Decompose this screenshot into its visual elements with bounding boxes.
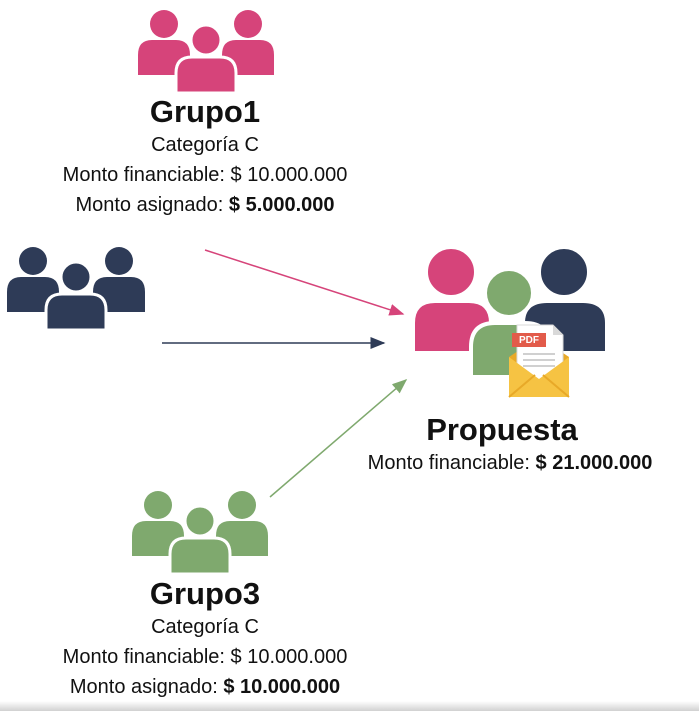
group1-assigned-label: Monto asignado: [75,194,229,216]
pdf-badge-label: PDF [519,335,539,346]
group3-title: Grupo3 [149,576,261,611]
group1-financeable: Monto financiable: $ 10.000.000 [0,160,410,190]
group1-assigned-value: $ 5.000.000 [228,194,335,216]
group3-assigned-label: Monto asignado: [69,676,224,698]
proposal-title: Propuesta [426,412,578,447]
group3-financeable-value: $ 10.000.000 [230,646,348,668]
proposal-label-block: Propuesta Monto financiable: $ 21.000.00… [300,412,699,478]
group3-label-block: Grupo3 Categoría C Monto financiable: $ … [0,576,410,702]
group1-label-block: Grupo1 Categoría C Monto financiable: $ … [0,94,410,220]
group1-financeable-value: $ 10.000.000 [230,164,348,186]
group1-assigned: Monto asignado: $ 5.000.000 [0,190,410,220]
bottom-edge-shadow [0,701,699,711]
people-group-icon [132,491,268,576]
group3-financeable-label: Monto financiable: [62,646,231,668]
proposal-financeable-label: Monto financiable: [367,452,536,474]
group3-assigned: Monto asignado: $ 10.000.000 [0,672,410,702]
group3-category: Categoría C [151,616,259,638]
group1-title: Grupo1 [149,94,261,129]
group1-category: Categoría C [151,134,259,156]
people-group-icon [7,247,145,332]
proposal-financeable: Monto financiable: $ 21.000.000 [300,448,699,478]
arrow-group1-to-proposal [204,249,405,316]
group3-assigned-value: $ 10.000.000 [223,676,341,698]
people-group-icon [138,10,274,95]
group1-financeable-label: Monto financiable: [62,164,231,186]
arrow-group3-to-proposal [269,379,408,498]
people-with-pdf-envelope-icon [411,245,609,398]
group3-financeable: Monto financiable: $ 10.000.000 [0,642,410,672]
proposal-financeable-value: $ 21.000.000 [535,452,653,474]
